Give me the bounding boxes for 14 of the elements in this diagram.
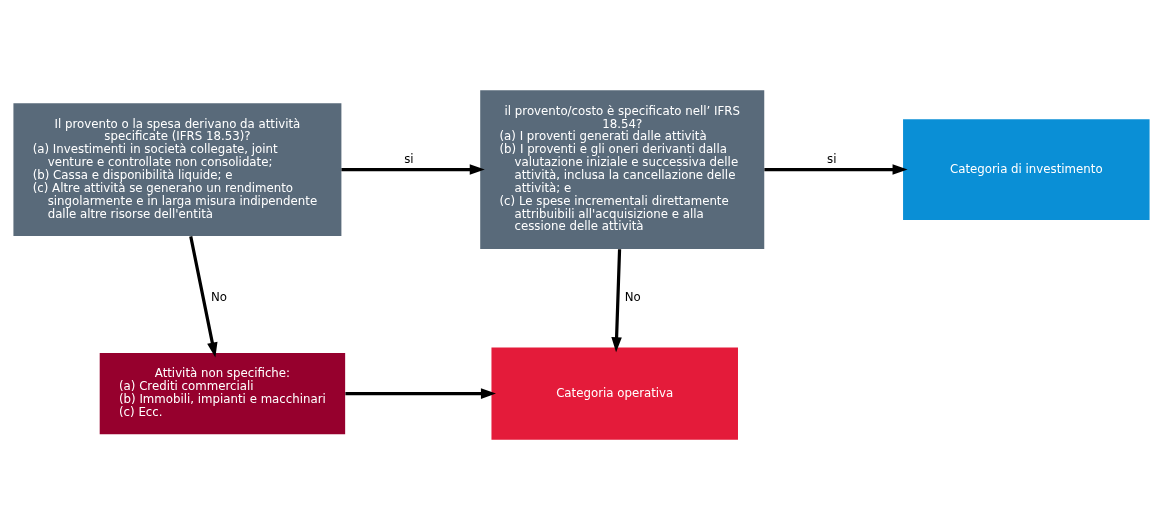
- arrow: [189, 235, 218, 358]
- arrow: [341, 163, 485, 175]
- arrow: [764, 163, 908, 175]
- node-box: il provento/costo è specificato nell’ IFRS 18.54? (a) I proventi generati dalle attività (b) I proventi e gli oneri derivanti dalla valutazione iniziale e successiva delle attività, inclusa la cancellazione delle attività; e (c) Le spese incrementali direttamente attribuibili all'acquisizione e alla cessione delle attività: [480, 89, 765, 249]
- edge-label: si: [404, 151, 414, 166]
- edge-label: si: [827, 151, 837, 166]
- arrow: [345, 387, 496, 399]
- node-box: Categoria operativa: [491, 347, 738, 440]
- node-box: Il provento o la spesa derivano da attività specificate (IFRS 18.53)? (a) Investimenti in società collegate, joint venture e controllate non consolidate; (b) Cassa e disponibilità liquide; e (c) Altre attività se generano un rendimento singolarmente e in larga misura indipendente dalle altre risorse dell'entità: [13, 102, 342, 236]
- edge-label: No: [210, 289, 227, 304]
- edge-label: No: [624, 289, 641, 304]
- node-box: Categoria di investimento: [903, 118, 1150, 220]
- arrow: [611, 248, 622, 352]
- node-box: Attività non specifiche: (a) Crediti commerciali (b) Immobili, impianti e macchinari (c) Ecc.: [99, 352, 346, 434]
